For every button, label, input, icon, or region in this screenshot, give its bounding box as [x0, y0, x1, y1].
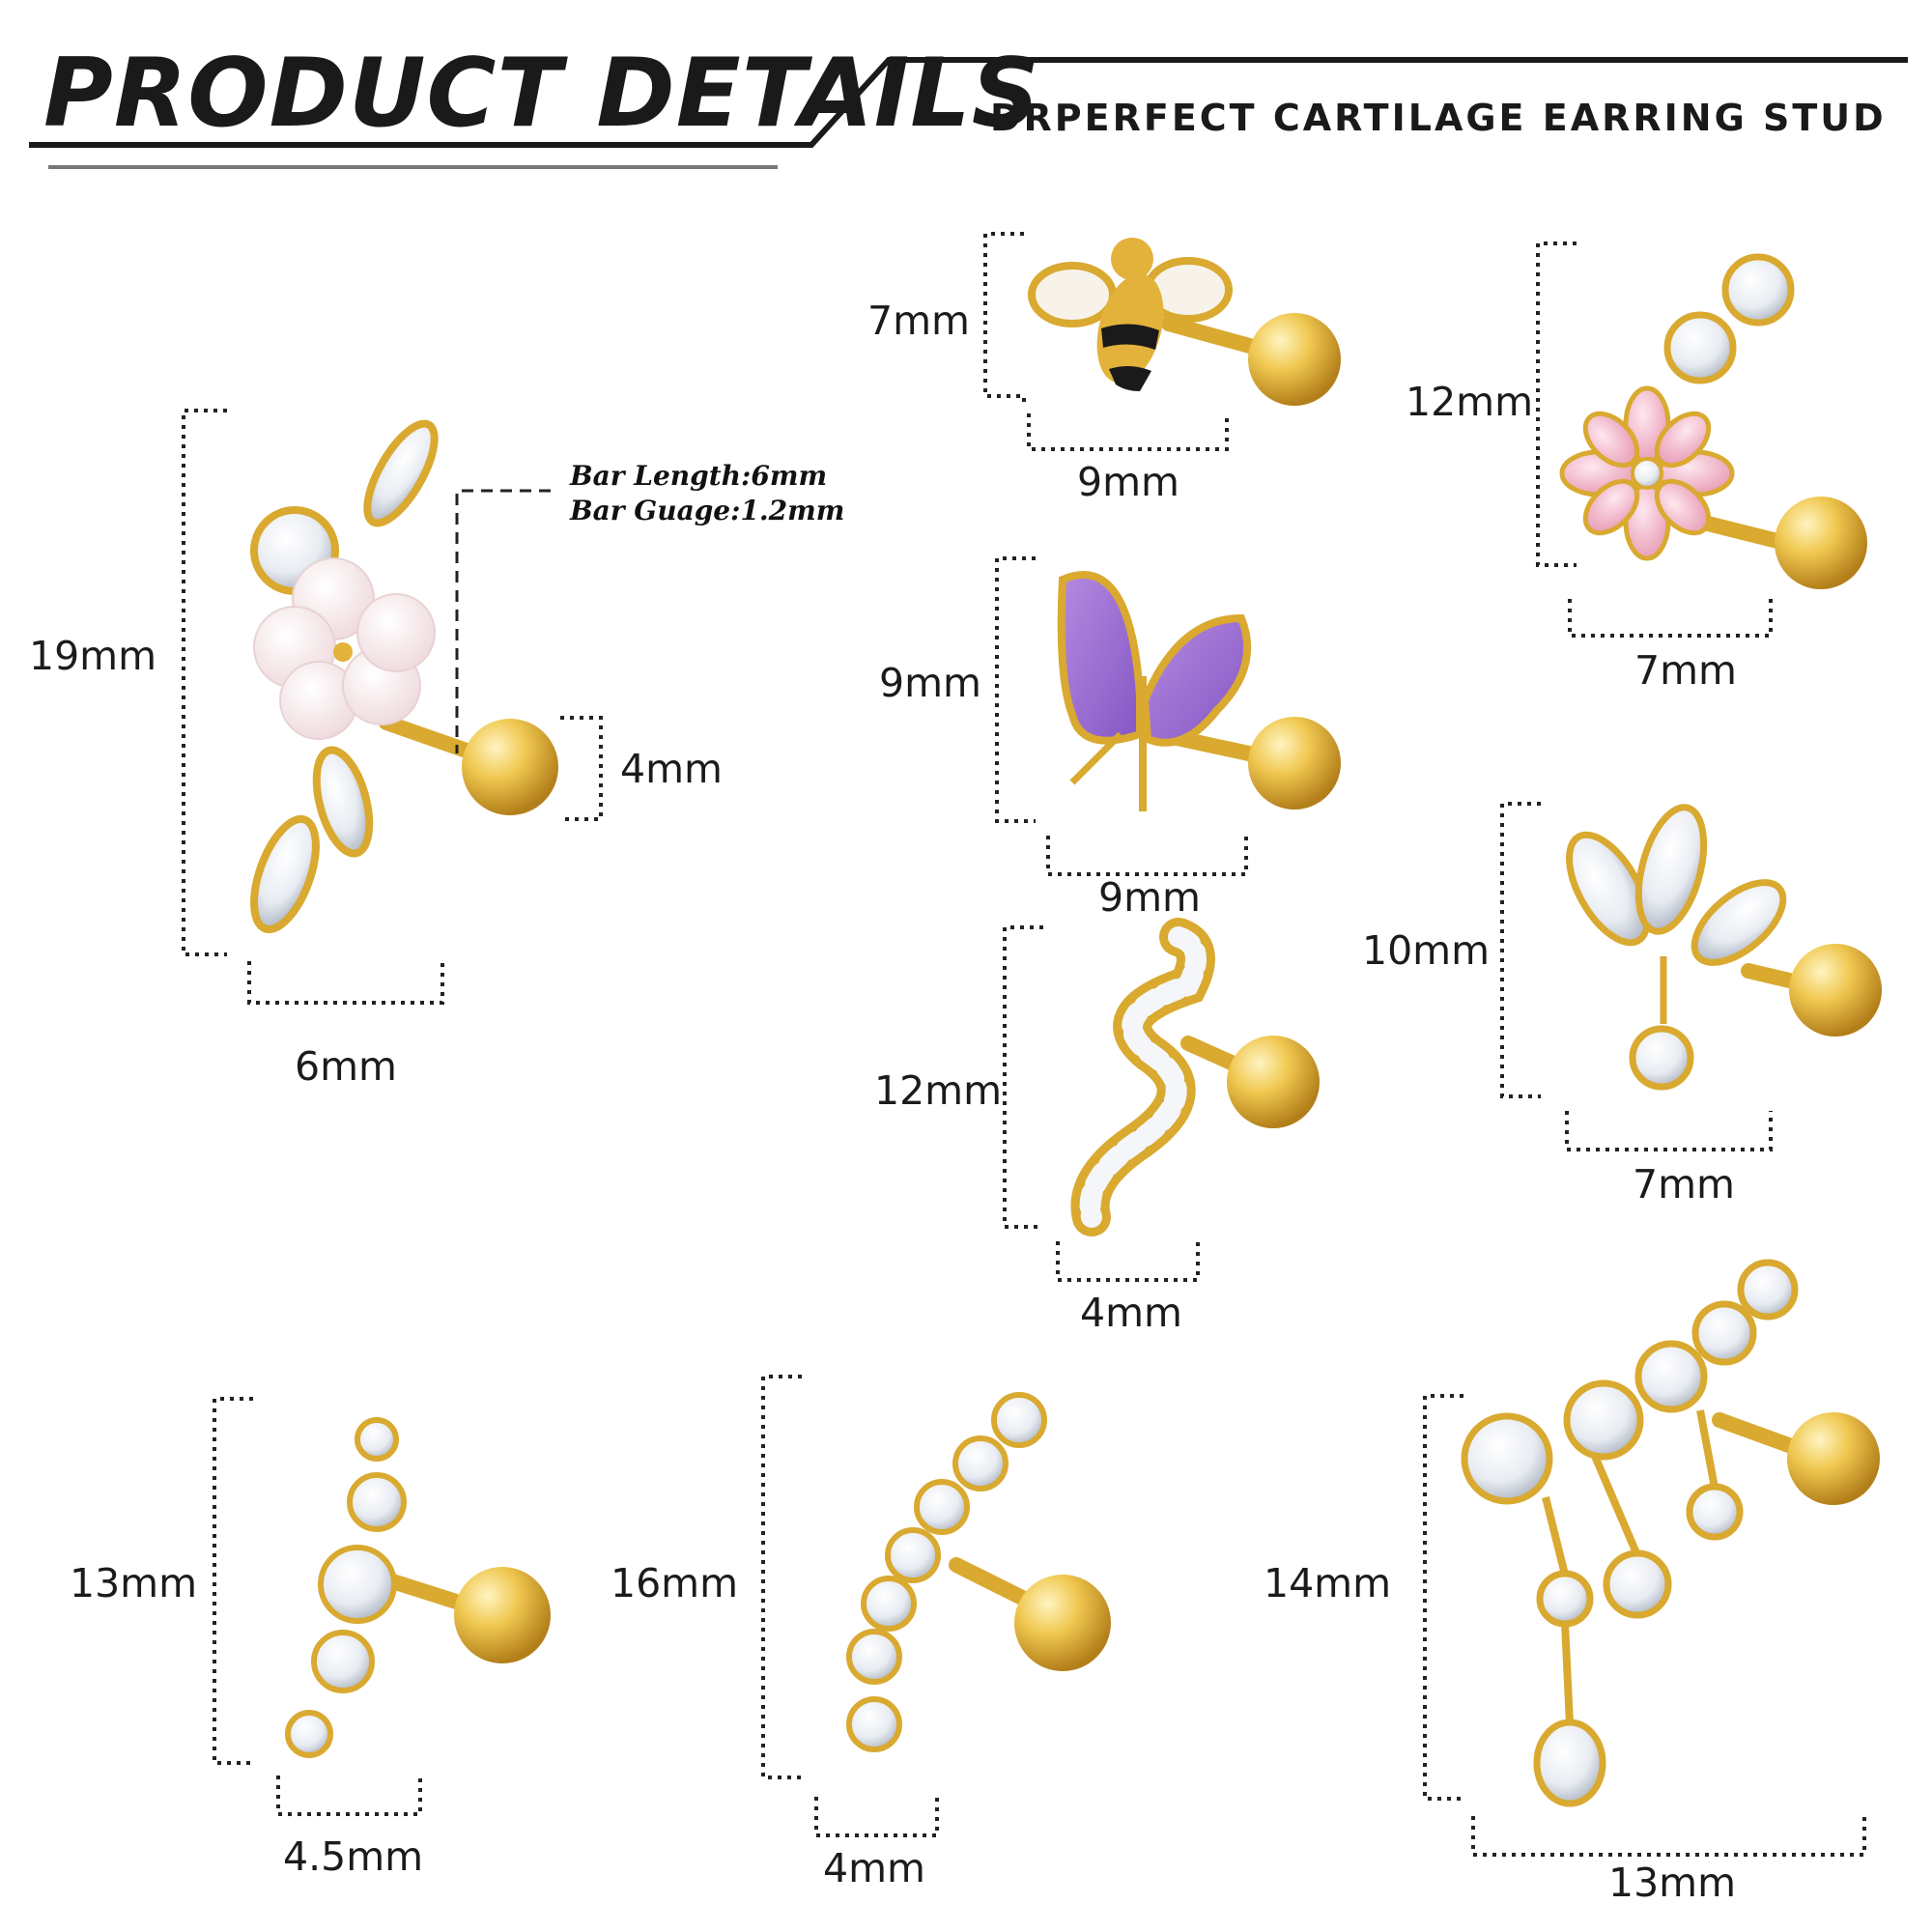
- snake-stud-image: [1070, 918, 1320, 1236]
- flower-stud-dimension-lines: [182, 409, 603, 1005]
- pink-flower-stud-height-label: 12mm: [1406, 379, 1534, 425]
- bee-stud-width-label: 9mm: [1077, 459, 1179, 505]
- butterfly-stud-dimension-lines: [995, 556, 1248, 876]
- flower-stud-image: [250, 419, 558, 934]
- flower-stud-width-label: 6mm: [295, 1043, 397, 1090]
- bee-stud-image: [1028, 238, 1341, 406]
- butterfly-stud-width-label: 9mm: [1098, 874, 1201, 921]
- seven-stone-stud-dimension-lines: [761, 1375, 939, 1837]
- chandelier-stud-dimension-lines: [1423, 1394, 1866, 1857]
- snake-stud-width-label: 4mm: [1080, 1290, 1182, 1336]
- product-subtitle: DRPERFECT CARTILAGE EARRING STUD: [990, 97, 1887, 139]
- snake-stud-height-label: 12mm: [874, 1067, 1003, 1114]
- flower-stud-ball-label: 4mm: [620, 746, 723, 792]
- bar-length-note: Bar Length:6mm: [570, 460, 828, 492]
- butterfly-stud-height-label: 9mm: [879, 660, 981, 706]
- pink-flower-stud-dimension-lines: [1536, 242, 1773, 638]
- snake-stud-dimension-lines: [1003, 925, 1200, 1282]
- chandelier-stud-image: [1461, 1259, 1880, 1807]
- page-title: PRODUCT DETAILS: [43, 39, 1041, 149]
- bee-stud-dimension-lines: [983, 232, 1229, 451]
- five-stone-stud-height-label: 13mm: [70, 1560, 198, 1606]
- seven-stone-stud-width-label: 4mm: [823, 1845, 925, 1891]
- flower-stud-height-label: 19mm: [29, 633, 157, 679]
- five-stone-stud-dimension-lines: [213, 1397, 422, 1816]
- chandelier-stud-width-label: 13mm: [1608, 1860, 1737, 1906]
- bee-stud-height-label: 7mm: [867, 298, 970, 344]
- butterfly-stud-image: [1057, 571, 1341, 811]
- chandelier-stud-height-label: 14mm: [1264, 1560, 1392, 1606]
- lotus-stud-image: [1566, 804, 1882, 1091]
- header-rule: [29, 57, 1908, 169]
- bar-gauge-note: Bar Guage:1.2mm: [570, 495, 845, 526]
- five-stone-stud-width-label: 4.5mm: [283, 1833, 424, 1880]
- five-stone-stud-image: [285, 1417, 551, 1758]
- lotus-stud-width-label: 7mm: [1633, 1161, 1735, 1208]
- pink-flower-stud-image: [1559, 253, 1867, 589]
- lotus-stud-dimension-lines: [1500, 802, 1773, 1151]
- seven-stone-stud-image: [846, 1392, 1111, 1752]
- pink-flower-stud-width-label: 7mm: [1634, 647, 1737, 694]
- lotus-stud-height-label: 10mm: [1362, 927, 1491, 974]
- seven-stone-stud-height-label: 16mm: [611, 1560, 739, 1606]
